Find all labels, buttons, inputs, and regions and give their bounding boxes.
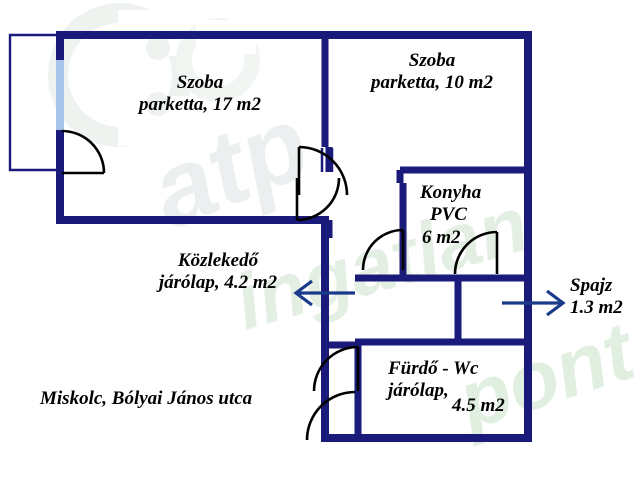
spajz-arrow bbox=[502, 289, 566, 317]
kozlekedo-arrow bbox=[293, 279, 355, 307]
room-area-konyha: 6 m2 bbox=[422, 226, 461, 248]
room-label-szoba-17: Szoba parketta, 17 m2 bbox=[100, 72, 300, 117]
balcony-outline bbox=[8, 33, 60, 172]
door-swing-arcs bbox=[61, 129, 499, 441]
room-flooring-szoba-17: parketta, 17 m2 bbox=[139, 94, 261, 116]
room-name-konyha: Konyha bbox=[420, 182, 482, 203]
watermark-text: atp ingatlan pont bbox=[135, 84, 640, 448]
room-label-spajz: Spajz 1.3 m2 bbox=[570, 275, 640, 320]
window-opening-balcony-door bbox=[56, 60, 64, 130]
room-label-konyha: Konyha PVC 6 m2 bbox=[420, 182, 540, 249]
interior-walls bbox=[321, 35, 530, 438]
room-area-spajz: 1.3 m2 bbox=[570, 297, 623, 319]
room-material-furdo-wc: járólap, bbox=[388, 380, 449, 402]
room-area-furdo-wc: 4.5 m2 bbox=[452, 395, 505, 416]
room-name-szoba-10: Szoba bbox=[408, 50, 456, 71]
room-label-szoba-10: Szoba parketta, 10 m2 bbox=[337, 50, 527, 95]
exterior-walls bbox=[56, 31, 532, 442]
room-flooring-kozlekedo: járólap, 4.2 m2 bbox=[158, 272, 278, 294]
room-name-kozlekedo: Közlekedő bbox=[177, 250, 259, 271]
room-name-szoba-17: Szoba bbox=[176, 72, 224, 93]
room-area-furdo-wc-wrap: 4.5 m2 bbox=[452, 395, 542, 417]
room-label-kozlekedo: Közlekedő járólap, 4.2 m2 bbox=[118, 250, 318, 295]
room-material-konyha: PVC bbox=[430, 204, 467, 226]
room-flooring-szoba-10: parketta, 10 m2 bbox=[371, 72, 493, 94]
room-name-furdo-wc: Fürdő - Wc bbox=[388, 358, 479, 379]
address-label: Miskolc, Bólyai János utca bbox=[40, 388, 320, 410]
room-name-spajz: Spajz bbox=[570, 275, 613, 296]
address-text: Miskolc, Bólyai János utca bbox=[40, 388, 253, 409]
room-label-furdo-wc: Fürdő - Wc járólap, bbox=[388, 358, 538, 403]
